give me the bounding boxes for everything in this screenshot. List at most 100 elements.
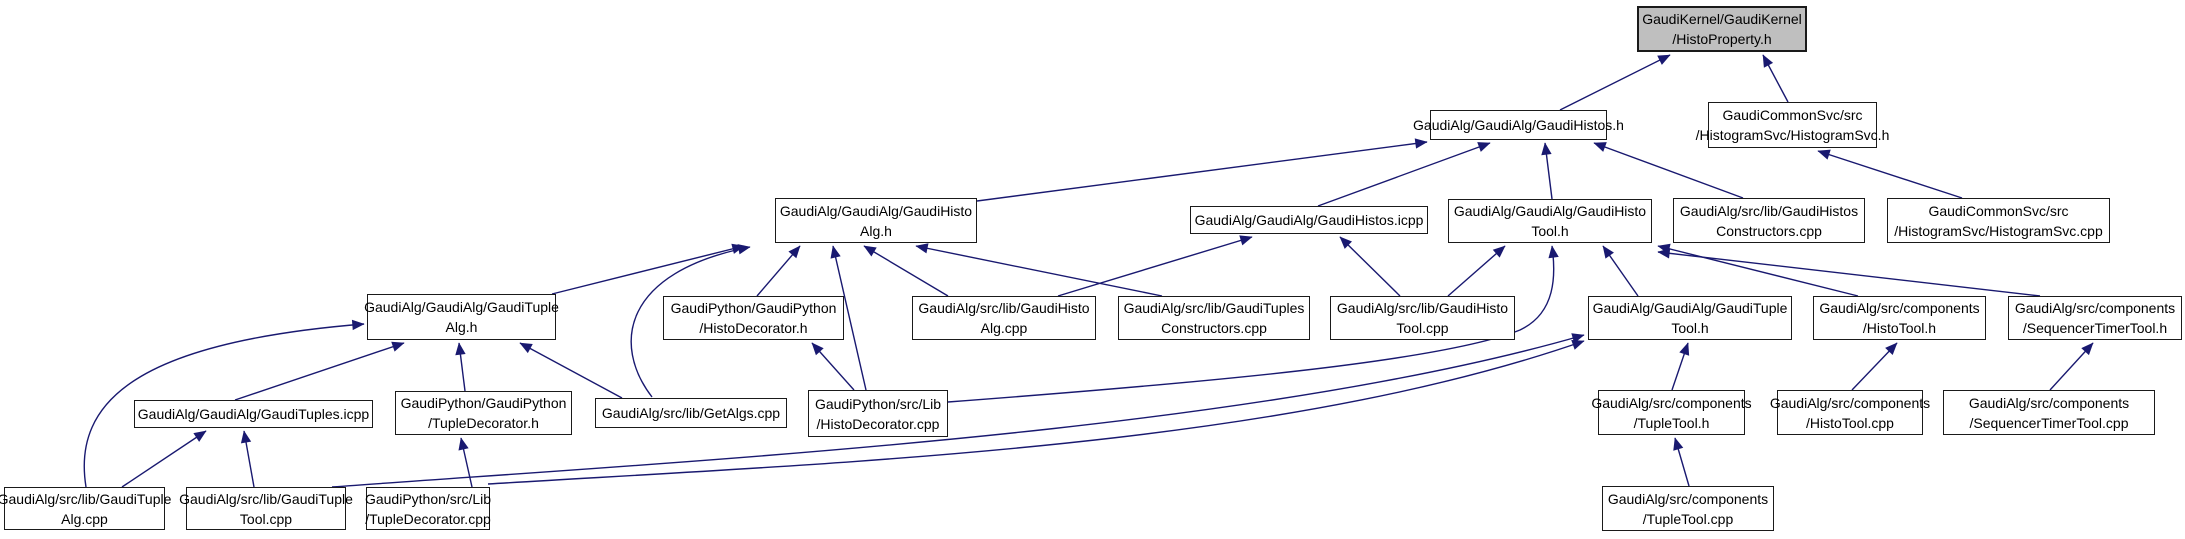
node-label-line: GaudiAlg/GaudiAlg/GaudiHisto — [1453, 203, 1647, 219]
edge-histodecorator-cpp--gaudihistotool-h — [947, 245, 1559, 403]
node-sequencertimertool-cpp[interactable]: GaudiAlg/src/components/SequencerTimerTo… — [1943, 390, 2155, 435]
edge-histogramsvc-cpp--histogramsvc-h — [1817, 149, 1963, 199]
node-label-line: GaudiAlg/src/components — [1591, 394, 1752, 411]
node-tupledecorator-cpp[interactable]: GaudiPython/src/Lib/TupleDecorator.cpp — [364, 487, 492, 530]
node-label-line: GaudiAlg/src/components — [2014, 300, 2176, 316]
node-label-line: Alg.cpp — [980, 320, 1028, 336]
node-label-line: /TupleDecorator.cpp — [365, 510, 491, 527]
edge-gaudihistoalg-h--gaudihistos-h — [976, 138, 1428, 202]
node-label-line: /HistoDecorator.cpp — [816, 415, 940, 432]
node-label-line: Alg.h — [860, 222, 892, 239]
node-label-line: Tool.cpp — [1396, 320, 1449, 336]
edge-gauditupletool-h--gaudihistotool-h — [1602, 245, 1639, 297]
edge-getalgs-cpp--gaudihistoalg-h — [630, 244, 751, 398]
node-label-line: GaudiPython/src/Lib — [364, 490, 492, 507]
node-label-line: GaudiAlg/src/lib/GetAlgs.cpp — [601, 405, 781, 421]
node-label-line: GaudiCommonSvc/src — [1928, 202, 2069, 219]
node-histogramsvc-cpp[interactable]: GaudiCommonSvc/src/HistogramSvc/Histogra… — [1887, 198, 2110, 243]
node-label-line: GaudiAlg/src/components — [1968, 394, 2130, 411]
edge-histotool-cpp--histotool-h — [1851, 342, 1898, 391]
edge-gaudituples-icpp--gaudituplealg-h — [234, 341, 405, 401]
node-histogramsvc-h[interactable]: GaudiCommonSvc/src/HistogramSvc/Histogra… — [1696, 102, 1889, 148]
node-label-line: GaudiCommonSvc/src — [1722, 107, 1863, 123]
node-label-line: GaudiAlg/src/components — [1607, 490, 1769, 507]
edge-gaudihistotool-cpp--gaudihistotool-h — [1447, 245, 1506, 297]
edge-gaudihistotool-cpp--gaudihistos-icpp — [1339, 236, 1401, 297]
node-histotool-h[interactable]: GaudiAlg/src/components/HistoTool.h — [1813, 296, 1986, 340]
node-getalgs-cpp[interactable]: GaudiAlg/src/lib/GetAlgs.cpp — [595, 398, 787, 428]
node-histodecorator-cpp[interactable]: GaudiPython/src/Lib/HistoDecorator.cpp — [808, 390, 948, 437]
node-histodecorator-h[interactable]: GaudiPython/GaudiPython/HistoDecorator.h — [663, 296, 844, 340]
node-tupletool-cpp[interactable]: GaudiAlg/src/components/TupleTool.cpp — [1602, 486, 1774, 531]
node-label-line: GaudiAlg/GaudiAlg/GaudiHistos.icpp — [1194, 212, 1424, 228]
node-label-line: /SequencerTimerTool.cpp — [1969, 414, 2129, 431]
node-label-line: GaudiAlg/GaudiAlg/GaudiTuples.icpp — [137, 406, 370, 422]
node-label-line: GaudiAlg/GaudiAlg/GaudiTuple — [364, 299, 559, 315]
node-label-line: Alg.cpp — [61, 510, 108, 527]
node-label-line: Tool.h — [1531, 223, 1569, 239]
node-label-line: GaudiAlg/src/lib/GaudiTuple — [0, 490, 172, 507]
node-label-line: GaudiAlg/src/lib/GaudiTuples — [1123, 300, 1305, 316]
node-sequencertimertool-h[interactable]: GaudiAlg/src/components/SequencerTimerTo… — [2008, 296, 2182, 340]
edge-sequencertimertool-cpp--sequencertimertool-h — [2049, 342, 2094, 391]
edge-gaudihistos-icpp--gaudihistos-h — [1317, 142, 1491, 207]
edge-gaudituplealg-cpp--gaudituples-icpp — [121, 430, 207, 488]
edge-tupletool-h--gauditupletool-h — [1671, 342, 1690, 391]
node-gaudituples-icpp[interactable]: GaudiAlg/GaudiAlg/GaudiTuples.icpp — [134, 400, 373, 428]
node-label-line: GaudiAlg/src/lib/GaudiHisto — [918, 300, 1090, 316]
edge-tupledecorator-h--gaudituplealg-h — [455, 342, 466, 392]
node-label-line: Alg.h — [445, 319, 478, 335]
edge-getalgs-cpp--gaudituplealg-h — [519, 342, 623, 399]
node-gaudihistos-h[interactable]: GaudiAlg/GaudiAlg/GaudiHistos.h — [1413, 110, 1624, 140]
node-label-line: Constructors.cpp — [1161, 320, 1267, 336]
edge-histogramsvc-h--histoproperty-h — [1762, 54, 1789, 103]
node-label-line: /TupleTool.h — [1633, 414, 1710, 431]
node-label-line: GaudiAlg/src/lib/GaudiHistos — [1679, 202, 1859, 219]
node-gaudihistos-icpp[interactable]: GaudiAlg/GaudiAlg/GaudiHistos.icpp — [1190, 206, 1428, 234]
node-label-line: GaudiAlg/GaudiAlg/GaudiHisto — [779, 202, 973, 219]
node-label-line: /HistogramSvc/HistogramSvc.cpp — [1894, 222, 2103, 239]
edge-histotool-h--gaudihistotool-h — [1657, 243, 1859, 297]
edge-histodecorator-cpp--gaudihistoalg-h — [830, 245, 867, 391]
node-histotool-cpp[interactable]: GaudiAlg/src/components/HistoTool.cpp — [1770, 390, 1930, 435]
edge-tupledecorator-cpp--gauditupletool-h — [487, 339, 1585, 485]
node-label-line: Tool.cpp — [239, 510, 293, 527]
node-label-line: Constructors.cpp — [1716, 222, 1822, 239]
node-histoproperty-h[interactable]: GaudiKernel/GaudiKernel/HistoProperty.h — [1637, 6, 1807, 52]
edge-gaudituplealg-cpp--gaudituplealg-h — [83, 319, 365, 488]
node-label-line: GaudiAlg/GaudiAlg/GaudiTuple — [1592, 300, 1788, 316]
edge-gaudihistoalg-cpp--gaudihistos-icpp — [1057, 235, 1253, 297]
node-label-line: GaudiAlg/src/components — [1819, 300, 1980, 316]
node-label-line: /HistoTool.cpp — [1806, 414, 1894, 431]
edge-gaudihistos-h--histoproperty-h — [1559, 54, 1671, 111]
node-label-line: GaudiPython/GaudiPython — [670, 300, 837, 316]
edge-histodecorator-h--gaudihistoalg-h — [756, 245, 801, 297]
edge-gaudihistoalg-cpp--gaudihistoalg-h — [863, 245, 949, 297]
node-label-line: GaudiAlg/src/lib/GaudiTuple — [179, 490, 353, 507]
node-label-line: GaudiPython/GaudiPython — [400, 395, 567, 411]
node-tupledecorator-h[interactable]: GaudiPython/GaudiPython/TupleDecorator.h — [395, 391, 572, 435]
edge-gaudituplealg-h--gaudihistoalg-h — [551, 243, 745, 295]
edge-gauditupletool-cpp--gaudituples-icpp — [240, 430, 255, 488]
edge-tupletool-cpp--tupletool-h — [1673, 437, 1690, 487]
node-label-line: GaudiPython/src/Lib — [814, 395, 942, 412]
node-label-line: /HistoDecorator.h — [699, 320, 808, 336]
node-label-line: /HistogramSvc/HistogramSvc.h — [1695, 127, 1890, 143]
edge-gaudihistosconstructors-cpp--gaudihistos-h — [1593, 142, 1744, 199]
edge-gaudituplesconstructors-cpp--gaudihistoalg-h — [915, 243, 1163, 297]
node-tupletool-h[interactable]: GaudiAlg/src/components/TupleTool.h — [1591, 390, 1752, 435]
node-label-line: /TupleTool.cpp — [1642, 510, 1734, 527]
node-label-line: GaudiKernel/GaudiKernel — [1642, 11, 1802, 27]
node-label-line: /HistoProperty.h — [1672, 31, 1772, 47]
